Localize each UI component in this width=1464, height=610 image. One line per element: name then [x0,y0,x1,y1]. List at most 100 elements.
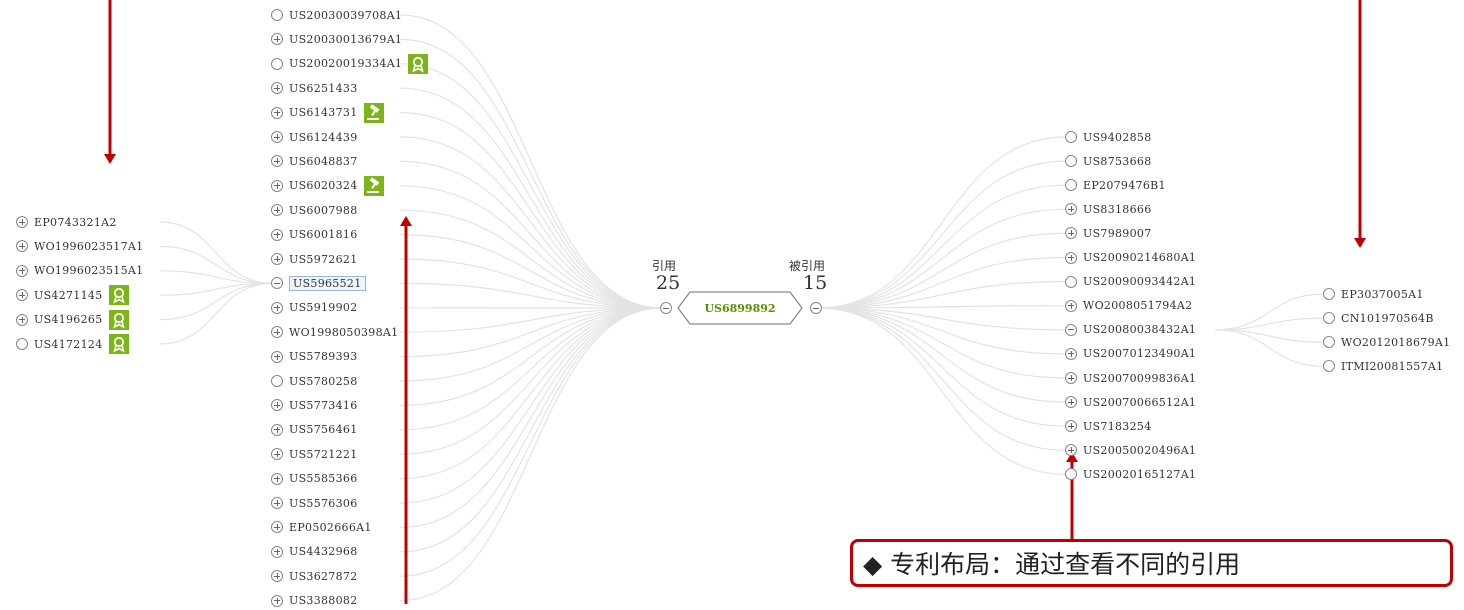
cited-patent-node[interactable]: US6048837 [271,152,358,170]
patent-id[interactable]: US6007988 [289,204,358,217]
cited-patent-node[interactable]: US4432968 [271,543,358,561]
citing-patent-node[interactable]: US8318666 [1065,200,1152,218]
reference-patent-node[interactable]: US4172124 [16,335,129,353]
expand-icon[interactable] [1065,252,1077,264]
patent-id[interactable]: US5965521 [289,276,366,291]
expand-icon[interactable] [271,448,283,460]
patent-id[interactable]: WO1996023517A1 [34,240,143,253]
expand-icon[interactable] [16,289,28,301]
patent-id[interactable]: WO1998050398A1 [289,326,398,339]
reference-patent-node[interactable]: WO1996023517A1 [16,237,143,255]
expand-icon[interactable] [1065,203,1077,215]
citing-patent-node[interactable]: US20070123490A1 [1065,345,1196,363]
patent-id[interactable]: US8753668 [1083,155,1152,168]
patent-id[interactable]: US20090093442A1 [1083,275,1196,288]
expand-icon[interactable] [271,351,283,363]
patent-id[interactable]: WO2008051794A2 [1083,299,1192,312]
cited-patent-node[interactable]: US3627872 [271,567,358,585]
patent-id[interactable]: US20070066512A1 [1083,396,1196,409]
cited-patent-node[interactable]: WO1998050398A1 [271,323,398,341]
expand-icon[interactable] [271,326,283,338]
expand-icon[interactable] [16,240,28,252]
expand-icon[interactable] [16,265,28,277]
patent-id[interactable]: US4196265 [34,313,103,326]
expand-icon[interactable] [271,107,283,119]
expand-icon[interactable] [271,155,283,167]
patent-id[interactable]: ITMI20081557A1 [1341,360,1443,373]
patent-id[interactable]: US4271145 [34,289,103,302]
expand-icon[interactable] [271,180,283,192]
center-patent-node[interactable]: US6899892 [672,290,808,326]
patent-id[interactable]: US20020165127A1 [1083,468,1196,481]
patent-id[interactable]: US5576306 [289,497,358,510]
patent-id[interactable]: CN101970564B [1341,312,1434,325]
cited-patent-node[interactable]: EP0502666A1 [271,518,372,536]
expand-icon[interactable] [1065,348,1077,360]
cited-patent-node[interactable]: US5585366 [271,470,358,488]
cited-patent-node[interactable]: US5965521 [271,274,366,292]
patent-id[interactable]: EP0743321A2 [34,216,117,229]
reference-patent-node[interactable]: WO1996023515A1 [16,262,143,280]
patent-id[interactable]: US4432968 [289,545,358,558]
expand-icon[interactable] [271,253,283,265]
collapse-icon[interactable] [271,277,283,289]
forward-citation-patent-node[interactable]: ITMI20081557A1 [1323,357,1443,375]
patent-id[interactable]: US3627872 [289,570,358,583]
patent-id[interactable]: US6251433 [289,82,358,95]
cited-patent-node[interactable]: US5576306 [271,494,358,512]
cited-patent-node[interactable]: US3388082 [271,592,358,610]
expand-icon[interactable] [271,399,283,411]
citing-patent-node[interactable]: US20080038432A1 [1065,321,1196,339]
center-left-collapse-icon[interactable] [660,302,672,314]
cited-patent-node[interactable]: US6251433 [271,79,358,97]
expand-icon[interactable] [271,595,283,607]
cited-patent-node[interactable]: US6001816 [271,226,358,244]
patent-id[interactable]: US7183254 [1083,420,1152,433]
expand-icon[interactable] [16,314,28,326]
patent-id[interactable]: US20020019334A1 [289,57,402,70]
expand-icon[interactable] [1065,396,1077,408]
patent-id[interactable]: US20070123490A1 [1083,347,1196,360]
expand-icon[interactable] [271,131,283,143]
citing-patent-node[interactable]: US20070099836A1 [1065,369,1196,387]
patent-id[interactable]: US5780258 [289,375,358,388]
expand-icon[interactable] [16,216,28,228]
patent-id[interactable]: US5789393 [289,350,358,363]
forward-citation-patent-node[interactable]: EP3037005A1 [1323,285,1424,303]
citing-patent-node[interactable]: US8753668 [1065,152,1152,170]
citing-patent-node[interactable]: US7183254 [1065,417,1152,435]
patent-id[interactable]: US20070099836A1 [1083,372,1196,385]
patent-id[interactable]: US20030039708A1 [289,9,402,22]
patent-id[interactable]: US5919902 [289,301,358,314]
cited-patent-node[interactable]: US20030013679A1 [271,30,402,48]
citing-patent-node[interactable]: US7989007 [1065,224,1152,242]
citing-patent-node[interactable]: WO2008051794A2 [1065,297,1192,315]
cited-patent-node[interactable]: US6007988 [271,201,358,219]
citing-patent-node[interactable]: EP2079476B1 [1065,176,1166,194]
citing-patent-node[interactable]: US9402858 [1065,128,1152,146]
forward-citation-patent-node[interactable]: WO2012018679A1 [1323,333,1450,351]
patent-id[interactable]: US6143731 [289,106,358,119]
expand-icon[interactable] [1065,227,1077,239]
cited-patent-node[interactable]: US5919902 [271,299,358,317]
citing-patent-node[interactable]: US20090093442A1 [1065,273,1196,291]
expand-icon[interactable] [271,204,283,216]
center-right-collapse-icon[interactable] [810,302,822,314]
patent-id[interactable]: US20050020496A1 [1083,444,1196,457]
patent-id[interactable]: US6001816 [289,228,358,241]
patent-id[interactable]: US6048837 [289,155,358,168]
patent-id[interactable]: US4172124 [34,338,103,351]
expand-icon[interactable] [1065,300,1077,312]
expand-icon[interactable] [271,521,283,533]
expand-icon[interactable] [1065,420,1077,432]
cited-patent-node[interactable]: US6020324 [271,177,384,195]
patent-id[interactable]: US20030013679A1 [289,33,402,46]
expand-icon[interactable] [1065,444,1077,456]
patent-id[interactable]: US5972621 [289,253,358,266]
forward-citation-patent-node[interactable]: CN101970564B [1323,309,1434,327]
expand-icon[interactable] [271,82,283,94]
patent-id[interactable]: US9402858 [1083,131,1152,144]
expand-icon[interactable] [271,497,283,509]
patent-id[interactable]: US8318666 [1083,203,1152,216]
expand-icon[interactable] [271,302,283,314]
